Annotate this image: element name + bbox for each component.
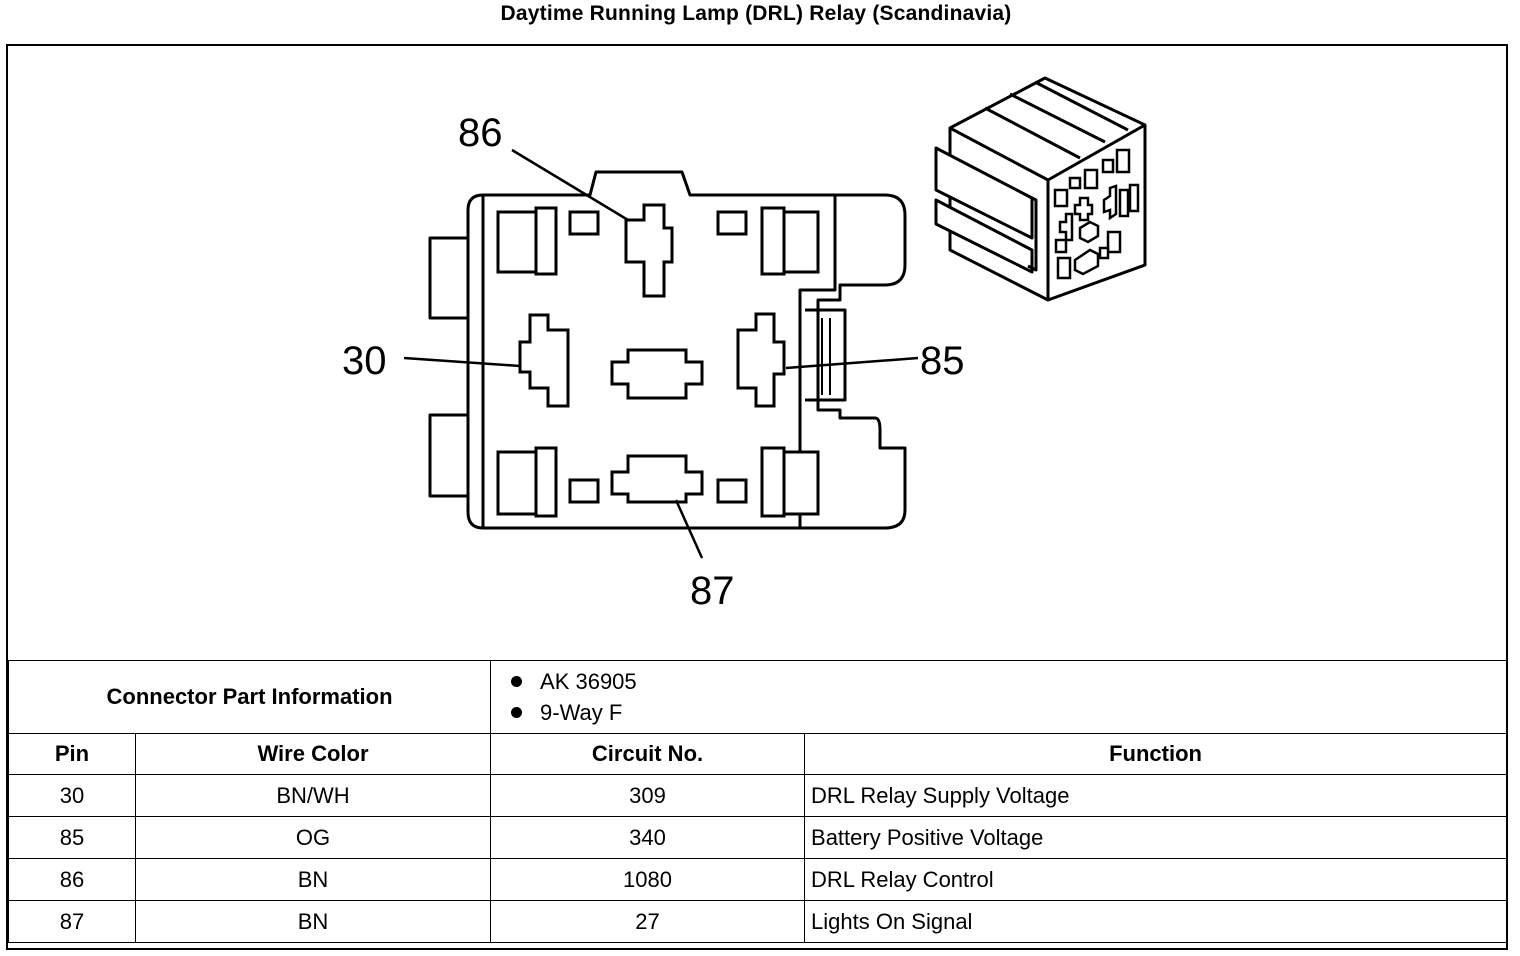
header-wire-color: Wire Color — [134, 733, 492, 775]
connector-info-item: 9-Way F — [511, 697, 1506, 728]
cell-wire-color: OG — [134, 816, 492, 859]
leader-87 — [674, 499, 704, 559]
bullet-icon — [511, 706, 523, 718]
pin-label-85: 85 — [920, 339, 965, 383]
leader-30 — [403, 356, 521, 368]
connector-info-item: AK 36905 — [511, 666, 1506, 697]
pin-87-cavity — [610, 454, 704, 504]
pin-30-cavity — [518, 313, 570, 408]
cell-function: DRL Relay Supply Voltage — [804, 774, 1508, 817]
cell-pin: 30 — [8, 774, 136, 817]
table-row: 30 BN/WH 309 DRL Relay Supply Voltage — [8, 774, 1508, 817]
pin-label-86: 86 — [458, 111, 503, 155]
center-cavity — [610, 348, 704, 400]
cell-circuit-no: 27 — [490, 900, 806, 943]
connector-isometric-view — [934, 76, 1147, 302]
bullet-icon — [511, 675, 523, 687]
pin-86-cavity — [624, 203, 674, 298]
header-function: Function — [804, 733, 1508, 775]
cell-circuit-no: 309 — [490, 774, 806, 817]
connector-inner-outline — [481, 195, 837, 530]
pin-label-30: 30 — [342, 339, 387, 383]
connector-face-diagram: 86 30 85 87 — [342, 76, 1147, 613]
cell-function: Battery Positive Voltage — [804, 816, 1508, 859]
cell-circuit-no: 340 — [490, 816, 806, 859]
connector-info-list: AK 36905 9-Way F — [490, 660, 1508, 734]
cell-function: DRL Relay Control — [804, 858, 1508, 901]
table-header-row: Pin Wire Color Circuit No. Function — [8, 733, 1508, 775]
leader-86 — [511, 148, 629, 222]
leader-85 — [785, 356, 919, 370]
connector-left-tab-upper — [428, 236, 470, 320]
cell-circuit-no: 1080 — [490, 858, 806, 901]
header-circuit-no: Circuit No. — [490, 733, 806, 775]
pin-label-87: 87 — [690, 569, 735, 613]
cell-wire-color: BN — [134, 900, 492, 943]
cell-pin: 86 — [8, 858, 136, 901]
connector-info-row: Connector Part Information AK 36905 9-Wa… — [7, 660, 1508, 734]
pin-85-cavity — [736, 312, 786, 408]
connector-pinout-table: Connector Part Information AK 36905 9-Wa… — [7, 660, 1508, 943]
cell-wire-color: BN/WH — [134, 774, 492, 817]
cell-pin: 87 — [8, 900, 136, 943]
table-row: 85 OG 340 Battery Positive Voltage — [8, 816, 1508, 859]
cell-function: Lights On Signal — [804, 900, 1508, 943]
connector-info-label: Connector Part Information — [7, 660, 492, 734]
header-pin: Pin — [8, 733, 136, 775]
table-row: 86 BN 1080 DRL Relay Control — [8, 858, 1508, 901]
cell-pin: 85 — [8, 816, 136, 859]
table-row: 87 BN 27 Lights On Signal — [8, 900, 1508, 943]
connector-left-tab-lower — [428, 413, 470, 498]
diagram-frame — [6, 44, 1508, 950]
cell-wire-color: BN — [134, 858, 492, 901]
diagram-title: Daytime Running Lamp (DRL) Relay (Scandi… — [500, 2, 1012, 25]
